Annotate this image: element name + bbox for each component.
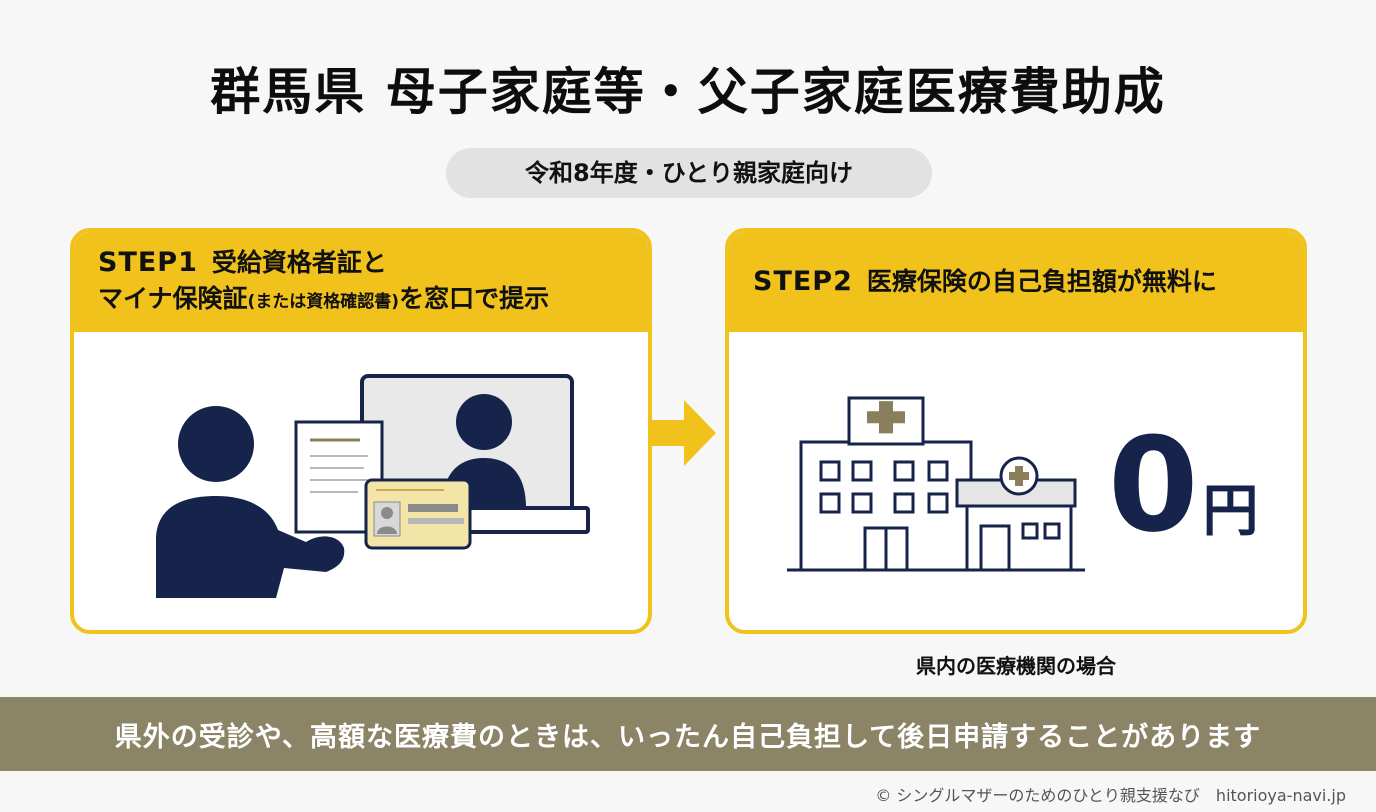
subtitle-badge: 令和8年度・ひとり親家庭向け xyxy=(446,148,932,198)
step1-header: STEP1 受給資格者証と マイナ保険証(または資格確認書)を窓口で提示 xyxy=(74,232,648,332)
step2-card: STEP2 医療保険の自己負担額が無料に xyxy=(725,228,1307,634)
hospital-illustration xyxy=(787,396,1085,572)
medical-cross-icon xyxy=(867,401,905,434)
step1-line2-end: を窓口で提示 xyxy=(399,283,550,313)
step1-label: STEP1 xyxy=(98,246,198,278)
user-body-icon xyxy=(156,496,345,598)
page-title: 群馬県 母子家庭等・父子家庭医療費助成 xyxy=(210,63,1166,121)
reception-illustration xyxy=(156,374,590,598)
clinic-door-icon xyxy=(979,524,1011,572)
step1-line2-main: マイナ保険証 xyxy=(98,283,248,313)
user-head-icon xyxy=(178,406,254,482)
staff-head-icon xyxy=(456,394,512,450)
in-prefecture-note: 県内の医療機関の場合 xyxy=(916,654,1116,678)
step1-line1: 受給資格者証と xyxy=(211,247,387,277)
clinic-cross-icon xyxy=(1009,466,1029,486)
hospital-windows xyxy=(819,460,949,514)
amount-number: 0 xyxy=(1108,409,1199,561)
step1-line2-small: (または資格確認書) xyxy=(247,291,400,312)
copyright-text: © シングルマザーのためのひとり親支援なび hitorioya-navi.jp xyxy=(875,786,1346,805)
arrow-right-icon xyxy=(650,400,716,466)
step2-text: 医療保険の自己負担額が無料に xyxy=(866,267,1217,296)
amount-unit: 円 xyxy=(1202,479,1259,544)
step2-label: STEP2 xyxy=(753,266,853,297)
notice-bar: 県外の受診や、高額な医療費のときは、いったん自己負担して後日申請することがありま… xyxy=(0,697,1376,771)
step1-card: STEP1 受給資格者証と マイナ保険証(または資格確認書)を窓口で提示 xyxy=(70,228,652,634)
step2-illustration xyxy=(729,332,1303,630)
zero-yen-amount: 0円 xyxy=(1108,420,1258,550)
step2-header: STEP2 医療保険の自己負担額が無料に xyxy=(729,232,1303,332)
notice-text: 県外の受診や、高額な医療費のときは、いったん自己負担して後日申請することがありま… xyxy=(114,721,1262,753)
step1-illustration xyxy=(74,332,648,630)
